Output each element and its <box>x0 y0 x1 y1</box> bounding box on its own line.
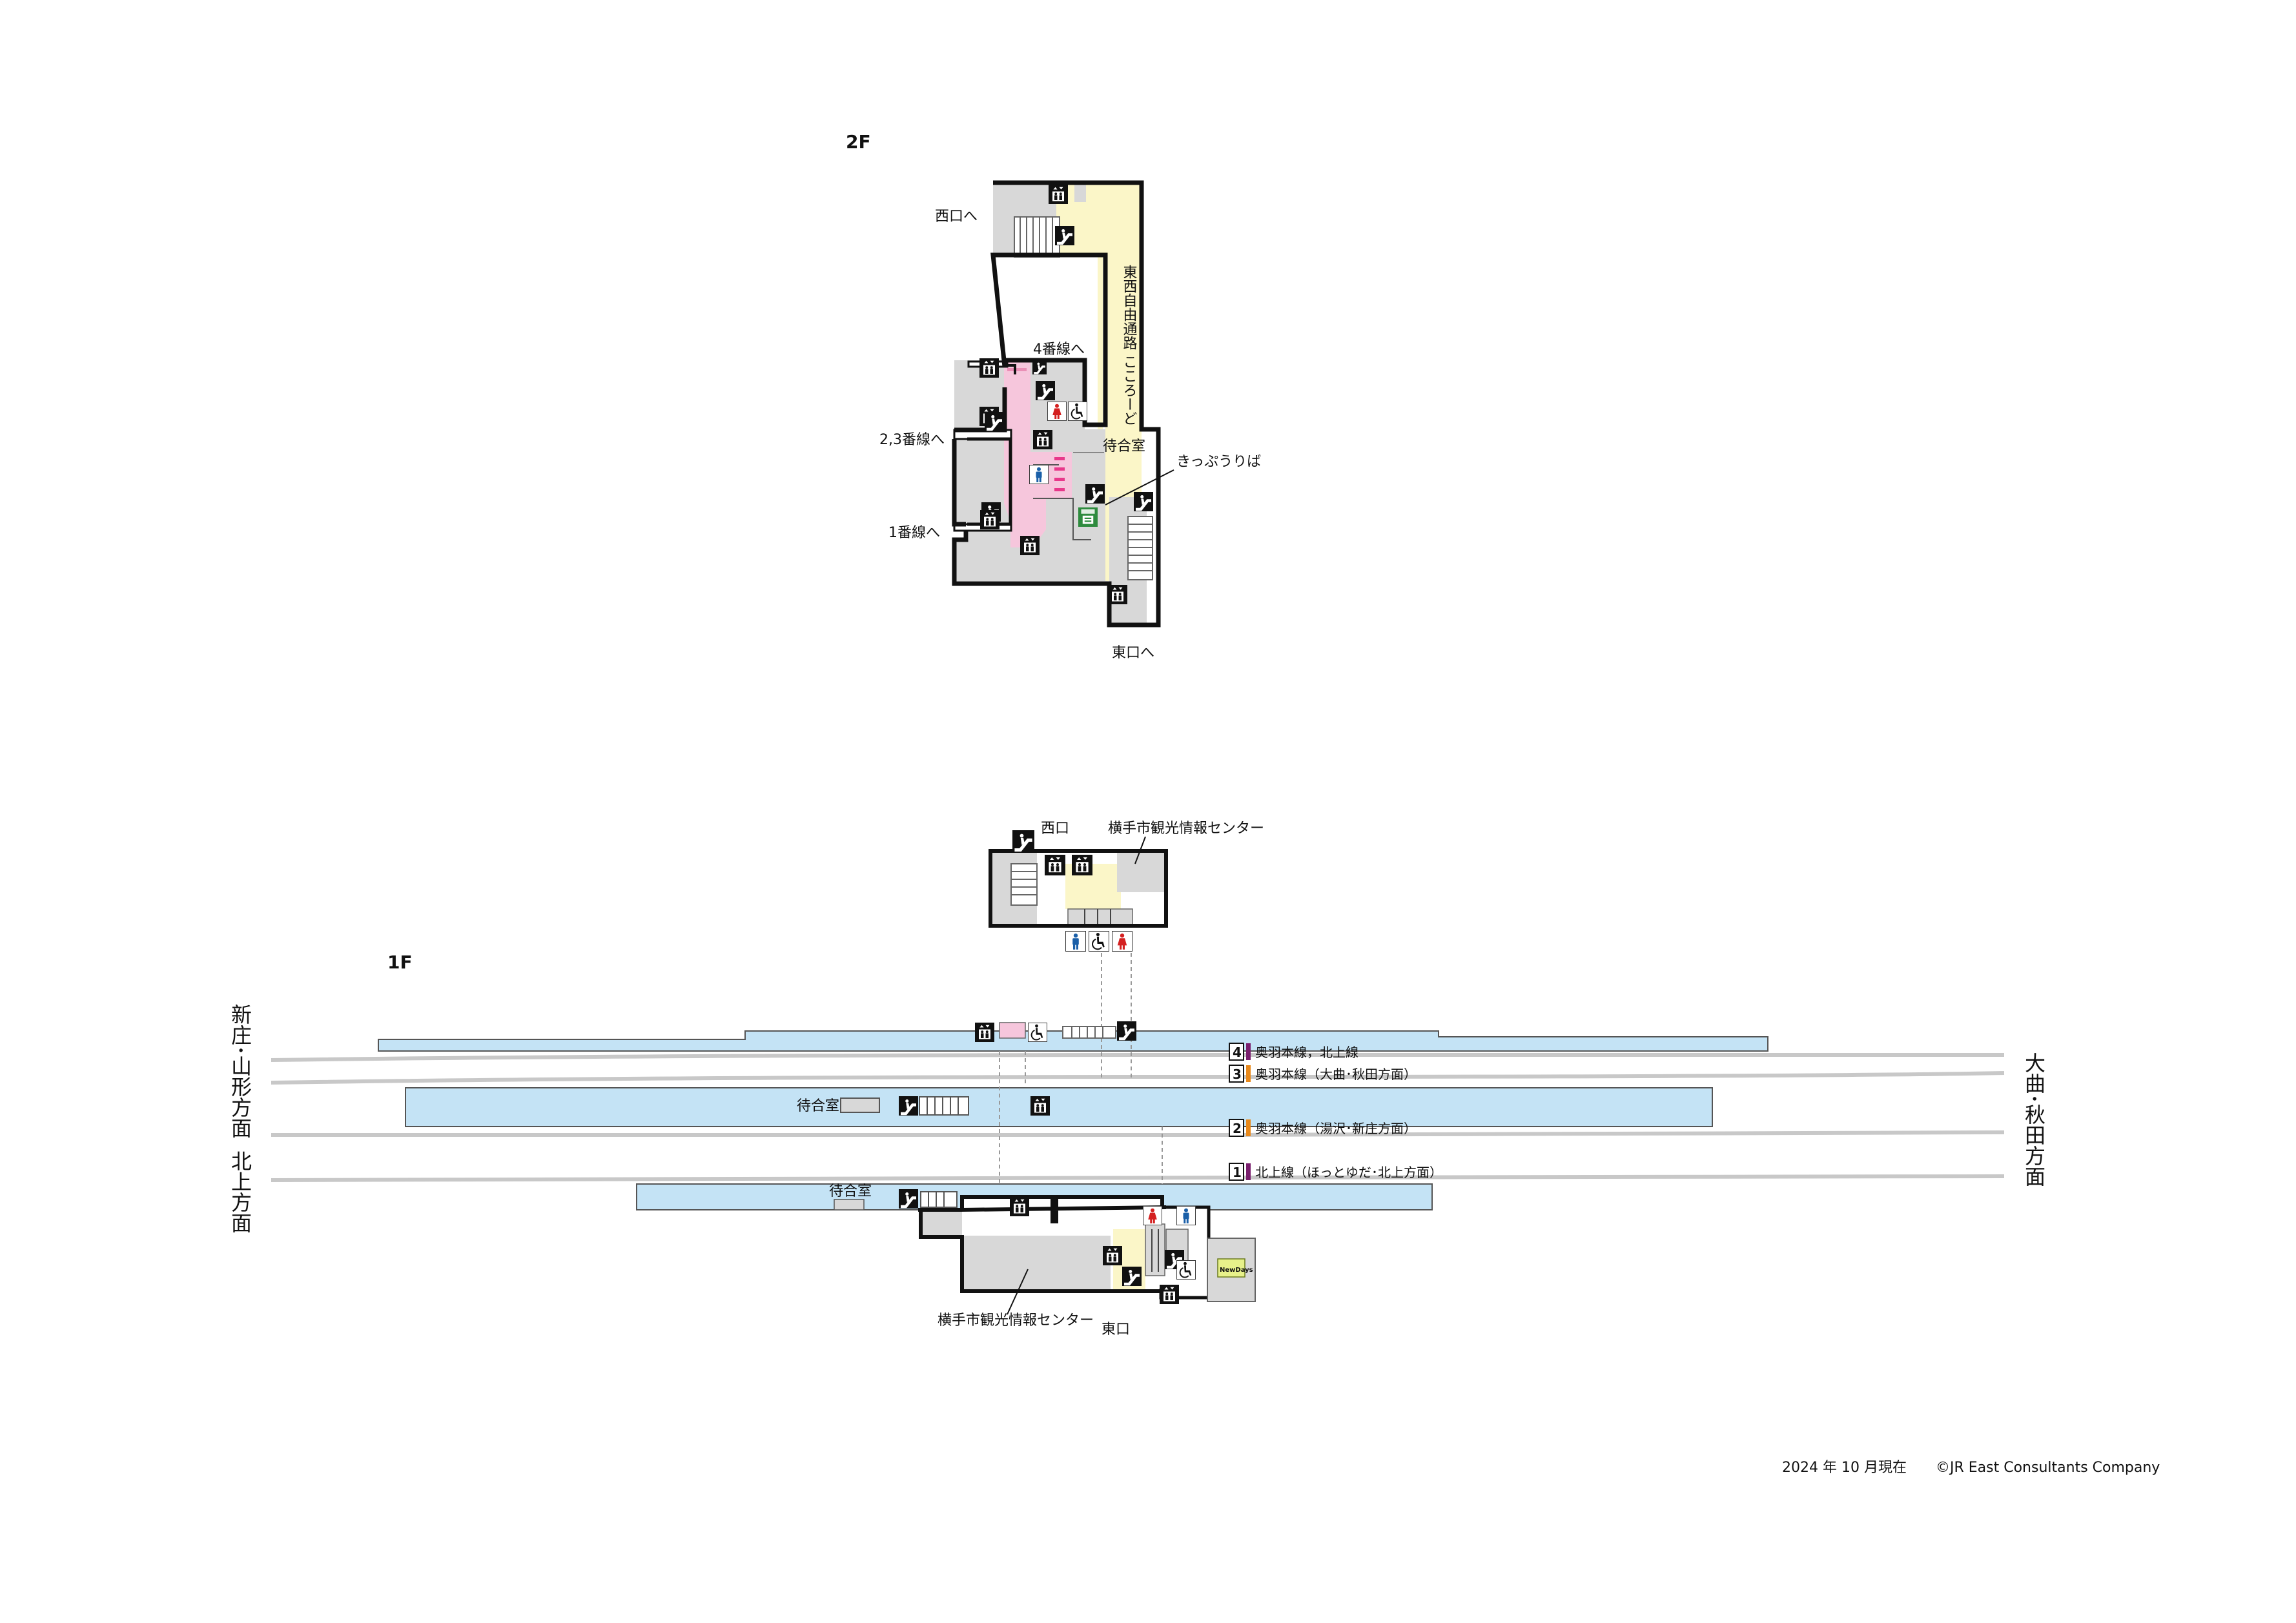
elevator-icon <box>1108 585 1127 604</box>
escalator-icon <box>1012 830 1034 852</box>
platform-4 <box>378 1030 1768 1052</box>
tracks <box>271 1052 2005 1182</box>
track-line-name: 奥羽本線（湯沢･新庄方面） <box>1255 1121 1417 1136</box>
accessible-icon <box>1089 931 1109 952</box>
toilet-male-icon <box>1029 465 1049 484</box>
to-track23-label: 2,3番線へ <box>879 432 945 448</box>
escalator-icon <box>1036 381 1055 400</box>
west-exit-label-1f: 西口 <box>1041 821 1069 837</box>
footer-date: 2024 年 10 月現在 <box>1782 1460 1907 1476</box>
east-exit-label-2f: 東口へ <box>1112 645 1154 661</box>
floor-2f-map: 2F <box>846 131 1261 661</box>
elevator-icon <box>1033 430 1052 449</box>
ticket-machine-icon <box>1078 507 1098 527</box>
accessible-icon <box>1068 402 1087 421</box>
track-label-2: 2 奥羽本線（湯沢･新庄方面） <box>1229 1119 1417 1137</box>
escalator-icon <box>1055 226 1074 245</box>
elevator-icon <box>1010 1197 1029 1216</box>
elevator-icon <box>1045 855 1065 875</box>
track-number-box <box>1229 1065 1244 1083</box>
elevator-icon <box>980 510 999 529</box>
track-label-4: 4 奥羽本線，北上線 <box>1229 1043 1358 1061</box>
elevator-icon <box>1072 855 1092 875</box>
toilet-male-icon <box>1176 1206 1196 1225</box>
to-track4-label: 4番線へ <box>1033 342 1085 358</box>
elevator-icon <box>1103 1246 1122 1265</box>
escalator-icon <box>1117 1021 1136 1041</box>
track-label-3: 3 奥羽本線（大曲･秋田方面） <box>1229 1065 1417 1083</box>
accessible-icon <box>1028 1023 1047 1042</box>
line-color-bar <box>1246 1043 1251 1060</box>
ticket-gates-2f <box>1054 457 1065 491</box>
track-number: 2 <box>1233 1121 1242 1136</box>
elevator-icon <box>1160 1285 1179 1304</box>
track-number: 1 <box>1233 1165 1242 1180</box>
track-number: 3 <box>1233 1067 1242 1082</box>
east-building-wall <box>919 1195 1167 1293</box>
elevator-icon <box>979 358 999 378</box>
tourist-center-label-west: 横手市観光情報センター <box>1108 821 1264 837</box>
newdays-logo: NewDays <box>1220 1267 1253 1274</box>
direction-right: 大曲･秋田方面 <box>2022 1052 2046 1187</box>
tourist-center-label-east: 横手市観光情報センター <box>938 1312 1094 1329</box>
toilet-female-icon <box>1112 931 1133 952</box>
track-labels: 4 奥羽本線，北上線 3 奥羽本線（大曲･秋田方面） 2 奥羽本線（湯沢･新庄方面） 1 北上… <box>1229 1043 1442 1181</box>
waiting-room-label-platform1: 待合室 <box>829 1183 872 1199</box>
track-label-1: 1 北上線（ほっとゆだ･北上方面） <box>1229 1163 1442 1181</box>
platform-island <box>405 1087 1713 1127</box>
passage-dashed-lines <box>999 953 1163 1184</box>
line-color-bar <box>1246 1065 1251 1082</box>
toilet-female-icon <box>1047 402 1067 421</box>
escalator-icon <box>899 1096 918 1116</box>
accessible-icon <box>1176 1260 1196 1280</box>
toilet-female-icon <box>1143 1206 1162 1225</box>
track-number-box <box>1229 1163 1244 1181</box>
floor-2f-title: 2F <box>846 131 871 152</box>
direction-left-lower: 北上方面 <box>228 1150 252 1233</box>
track-number: 4 <box>1233 1045 1242 1060</box>
ticket-office-label: きっぷうりば <box>1176 454 1261 470</box>
track-number-box <box>1229 1043 1244 1061</box>
escalator-icon <box>1134 492 1153 511</box>
track-line-name: 奥羽本線（大曲･秋田方面） <box>1255 1067 1417 1082</box>
track-line-name: 奥羽本線，北上線 <box>1255 1045 1358 1060</box>
toilet-male-icon <box>1065 931 1086 952</box>
west-building-wall <box>989 849 1168 928</box>
elevator-icon <box>1020 536 1040 555</box>
escalator-icon <box>1032 360 1047 374</box>
floor-1f-title: 1F <box>387 952 413 973</box>
waiting-room-label-island: 待合室 <box>797 1098 839 1114</box>
to-track1-label: 1番線へ <box>888 525 940 541</box>
elevator-icon <box>1049 185 1068 204</box>
escalator-icon <box>1085 484 1105 504</box>
track-number-box <box>1229 1119 1244 1137</box>
east-exit-label-1f: 東口 <box>1102 1322 1130 1338</box>
elevator-icon <box>975 1023 994 1042</box>
escalator-icon <box>899 1189 918 1209</box>
line-color-bar <box>1246 1119 1251 1136</box>
footer-copyright: ©JR East Consultants Company <box>1936 1460 2160 1476</box>
track-line-name: 北上線（ほっとゆだ･北上方面） <box>1255 1165 1442 1180</box>
floor-1f-map: 1F 西口 横手市観光情報セ <box>228 821 2046 1338</box>
west-exit-label-2f: 西口へ <box>935 209 978 225</box>
escalator-icon <box>1122 1267 1142 1286</box>
outer-wall-2f <box>952 180 1161 628</box>
escalator-icon <box>985 412 1004 431</box>
corridor-label: 東西自由通路 こころーど <box>1121 265 1138 425</box>
line-color-bar <box>1246 1163 1251 1180</box>
waiting-room-label-2f: 待合室 <box>1103 438 1145 454</box>
direction-left-upper: 新庄･山形方面 <box>228 1004 252 1138</box>
elevator-icon <box>1030 1096 1050 1116</box>
